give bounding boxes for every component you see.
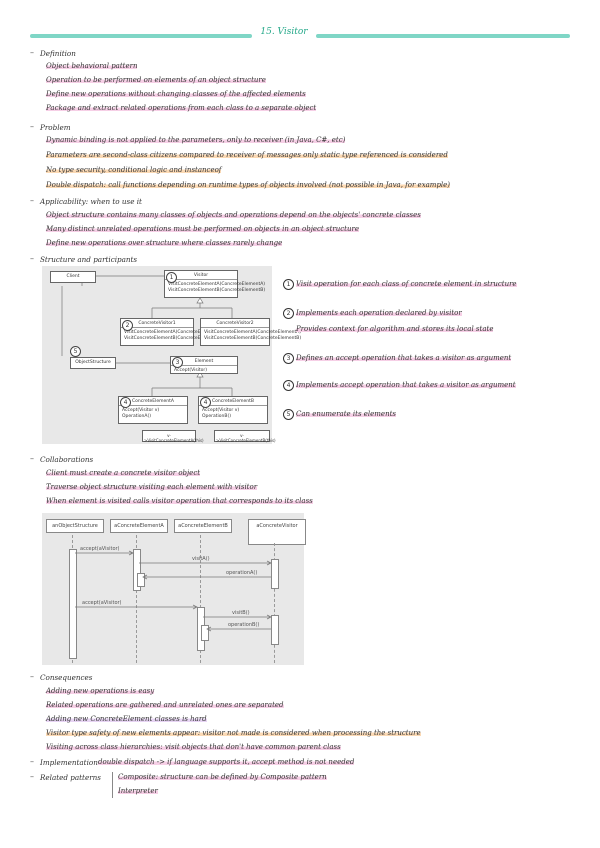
object-structure-box: ObjectStructure bbox=[70, 357, 116, 369]
problem-line: No type security, conditional logic and … bbox=[46, 166, 222, 174]
consequences-line: Adding new ConcreteElement classes is ha… bbox=[46, 715, 207, 723]
lifeline bbox=[136, 535, 137, 663]
problem-heading: Problem bbox=[40, 123, 71, 132]
message-label: visitB() bbox=[232, 610, 250, 616]
collaborations-line: Traverse object structure visiting each … bbox=[46, 483, 258, 491]
definition-line: Operation to be performed on elements of… bbox=[46, 76, 266, 84]
participant-number: 5 bbox=[70, 346, 81, 357]
collaborations-heading: Collaborations bbox=[40, 455, 94, 464]
structure-note: Implements accept operation that takes a… bbox=[296, 381, 516, 389]
structure-heading: Structure and participants bbox=[40, 255, 138, 264]
consequences-line: Adding new operations is easy bbox=[46, 687, 155, 695]
header-rule-right bbox=[316, 34, 570, 38]
related-line: Composite: structure can be defined by C… bbox=[118, 773, 327, 781]
consequences-line: Related operations are gathered and unre… bbox=[46, 701, 284, 709]
sequence-diagram: anObjectStructure aConcreteElementA aCon… bbox=[42, 513, 306, 665]
implementation-heading: Implementation bbox=[40, 758, 98, 767]
structure-note: Provides context for algorithm and store… bbox=[296, 325, 494, 333]
page-title: 15. Visitor bbox=[260, 27, 308, 37]
participant-number: 1 bbox=[166, 272, 177, 283]
applicability-line: Object structure contains many classes o… bbox=[46, 211, 421, 219]
consequences-heading: Consequences bbox=[40, 673, 93, 682]
definition-line: Define new operations without changing c… bbox=[46, 90, 306, 98]
problem-line: Double dispatch: call functions dependin… bbox=[46, 181, 451, 189]
client-box: Client bbox=[50, 271, 96, 283]
activation-bar bbox=[133, 549, 141, 591]
bullet-dash: – bbox=[30, 757, 34, 766]
problem-line: Parameters are second-class citizens com… bbox=[46, 151, 448, 159]
header-rule-left bbox=[30, 34, 252, 38]
structure-note: Can enumerate its elements bbox=[296, 410, 396, 418]
related-line: Interpreter bbox=[118, 787, 158, 795]
activation-bar bbox=[271, 559, 279, 589]
note-number: 3 bbox=[283, 353, 294, 364]
activation-bar bbox=[201, 625, 209, 641]
note-box-b: v->VisitConcreteElementB(this) bbox=[214, 430, 276, 443]
message-label: accept(aVisitor) bbox=[82, 600, 122, 606]
collaborations-line: Client must create a concrete visitor ob… bbox=[46, 469, 201, 477]
note-number: 1 bbox=[283, 279, 294, 290]
participant-number: 2 bbox=[122, 320, 133, 331]
lifeline bbox=[200, 535, 201, 663]
definition-heading: Definition bbox=[40, 49, 76, 58]
structure-note: Visit operation for each class of concre… bbox=[296, 280, 517, 288]
note-box-a: v->VisitConcreteElementA(this) bbox=[142, 430, 204, 443]
lifeline-head: aConcreteElementA bbox=[110, 519, 168, 533]
message-label: operationB() bbox=[228, 622, 260, 628]
activation-bar bbox=[271, 615, 279, 645]
collaborations-line: When element is visited calls visitor op… bbox=[46, 497, 313, 505]
structure-class-diagram: Client Visitor VisitConcreteElementA(Con… bbox=[42, 266, 301, 444]
lifeline-head: aConcreteElementB bbox=[174, 519, 232, 533]
lifeline-head: aConcreteVisitor bbox=[248, 519, 306, 545]
activation-bar bbox=[69, 549, 77, 659]
applicability-line: Many distinct unrelated operations must … bbox=[46, 225, 359, 233]
concrete-visitor-2-box: ConcreteVisitor2 VisitConcreteElementA(C… bbox=[200, 318, 301, 346]
definition-line: Object behavioral pattern bbox=[46, 62, 138, 70]
problem-line: Dynamic binding is not applied to the pa… bbox=[46, 136, 346, 144]
bullet-dash: – bbox=[30, 454, 34, 463]
applicability-line: Define new operations over structure whe… bbox=[46, 239, 283, 247]
bullet-dash: – bbox=[30, 772, 34, 781]
structure-note: Implements each operation declared by vi… bbox=[296, 309, 462, 317]
structure-note: Defines an accept operation that takes a… bbox=[296, 354, 512, 362]
bullet-dash: – bbox=[30, 48, 34, 57]
bullet-dash: – bbox=[30, 122, 34, 131]
participant-number: 4 bbox=[200, 397, 211, 408]
bullet-dash: – bbox=[30, 196, 34, 205]
lifeline bbox=[274, 543, 275, 663]
bullet-dash: – bbox=[30, 254, 34, 263]
consequences-line: Visitor type safety of new elements appe… bbox=[46, 729, 421, 737]
consequences-line: Visiting across class hierarchies: visit… bbox=[46, 743, 341, 751]
message-arrows bbox=[75, 550, 272, 632]
participant-number: 3 bbox=[172, 357, 183, 368]
element-box: Element Accept(Visitor) bbox=[170, 356, 238, 374]
message-label: accept(aVisitor) bbox=[80, 546, 120, 552]
definition-line: Package and extract related operations f… bbox=[46, 104, 317, 112]
related-heading: Related patterns bbox=[40, 773, 101, 782]
lifeline-head: anObjectStructure bbox=[46, 519, 104, 533]
bullet-dash: – bbox=[30, 672, 34, 681]
applicability-heading: Applicability: when to use it bbox=[40, 197, 142, 206]
note-number: 2 bbox=[283, 308, 294, 319]
note-number: 4 bbox=[283, 380, 294, 391]
message-label: visitA() bbox=[192, 556, 210, 562]
note-number: 5 bbox=[283, 409, 294, 420]
message-label: operationA() bbox=[226, 570, 258, 576]
related-brace bbox=[112, 772, 113, 798]
participant-number: 4 bbox=[120, 397, 131, 408]
implementation-text: double dispatch -> if language supports … bbox=[98, 758, 355, 766]
activation-bar bbox=[137, 573, 145, 587]
